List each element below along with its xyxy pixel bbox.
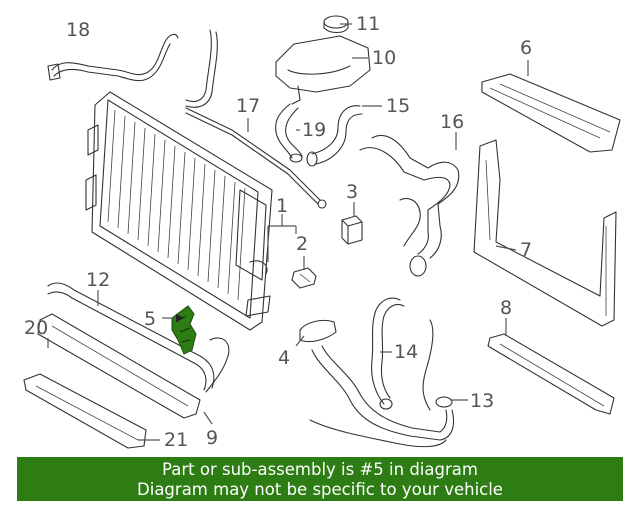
part-5-highlight[interactable]	[171, 305, 197, 355]
air-guide-6	[481, 73, 621, 153]
banner-line-1: Part or sub-assembly is #5 in diagram	[162, 460, 478, 479]
callout-8: 8	[500, 297, 512, 319]
callout-7: 7	[520, 239, 532, 261]
frame-7	[473, 139, 617, 327]
part-2	[291, 267, 317, 289]
callout-9: 9	[206, 427, 218, 449]
callout-5: 5	[144, 308, 156, 330]
pipe-12	[47, 282, 230, 393]
callout-21: 21	[164, 429, 188, 451]
callout-1: 1	[276, 195, 288, 217]
info-banner: Part or sub-assembly is #5 in diagram Di…	[17, 457, 623, 501]
callout-2: 2	[296, 233, 308, 255]
hose-15	[306, 105, 363, 167]
trim-8	[487, 333, 615, 415]
callout-18: 18	[66, 19, 90, 41]
hose-17	[185, 29, 327, 209]
leader-lines	[47, 23, 529, 441]
callout-10: 10	[372, 47, 396, 69]
hose-14	[371, 297, 405, 410]
baffle-20	[37, 313, 201, 419]
callout-6: 6	[520, 37, 532, 59]
callout-labels: 11 10 18 6 17 15 19 16 3 1 2 7 12 8 5 20…	[24, 13, 532, 451]
callout-19: 19	[302, 119, 326, 141]
hose-16	[359, 134, 460, 277]
banner-line-2: Diagram may not be specific to your vehi…	[137, 480, 503, 499]
part-4	[299, 319, 337, 343]
callout-16: 16	[440, 111, 464, 133]
lower-hose	[309, 319, 455, 448]
callout-3: 3	[346, 181, 358, 203]
callout-17: 17	[236, 95, 260, 117]
shroud-21	[23, 373, 147, 449]
hose-19	[275, 103, 303, 163]
callout-20: 20	[24, 317, 48, 339]
part-3	[341, 215, 363, 245]
hose-18	[47, 33, 179, 82]
coolant-reservoir	[275, 15, 371, 105]
callout-14: 14	[394, 341, 418, 363]
callout-15: 15	[386, 95, 410, 117]
callout-11: 11	[356, 13, 380, 35]
callout-13: 13	[470, 390, 494, 412]
callout-4: 4	[278, 347, 290, 369]
radiator	[85, 91, 273, 331]
callout-12: 12	[86, 269, 110, 291]
